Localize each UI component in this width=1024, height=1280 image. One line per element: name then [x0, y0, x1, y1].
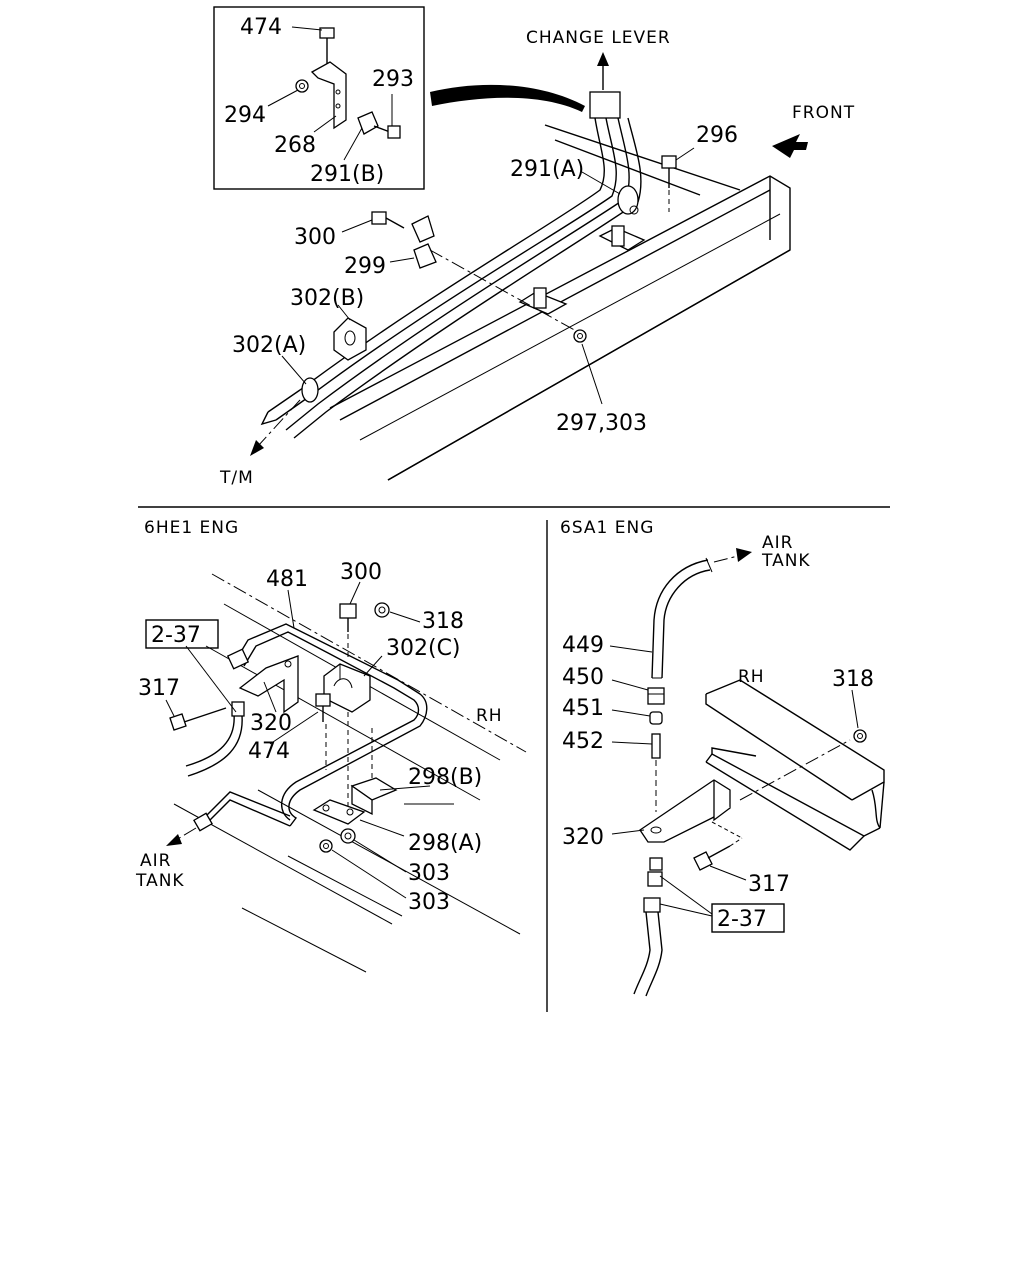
- bolt-317-left: [169, 707, 227, 731]
- callout-474-left: 474: [248, 739, 290, 764]
- callout-294: 294: [224, 103, 266, 128]
- right-panel-title: 6SA1 ENG: [560, 518, 654, 538]
- label-air-left-1: AIR: [140, 851, 171, 871]
- callout-317-left: 317: [138, 676, 180, 701]
- fitting-left-upper: [226, 648, 250, 670]
- callout-474-top: 474: [240, 15, 282, 40]
- clip-299: [411, 215, 579, 333]
- bracket-298a: [312, 799, 366, 825]
- callout-300-top: 300: [294, 225, 336, 250]
- callout-452: 452: [562, 729, 604, 754]
- callout-318-right: 318: [832, 667, 874, 692]
- callout-481: 481: [266, 567, 308, 592]
- right-panel-6sa1: 6SA1 ENG: [560, 518, 885, 997]
- fitting-450: [647, 687, 665, 705]
- tm-arrow: [250, 399, 301, 456]
- callout-298b: 298(B): [408, 765, 482, 790]
- bracket-rail-1: [598, 225, 646, 251]
- lower-fittings: [633, 857, 663, 997]
- callout-318-left: 318: [422, 609, 464, 634]
- fitting-air-tank: [193, 812, 213, 832]
- callout-302b: 302(B): [290, 286, 364, 311]
- label-rh-left: RH: [476, 706, 503, 726]
- right-leaders: [609, 645, 859, 917]
- clamp-302b: [333, 317, 367, 361]
- nut-297-303: [573, 329, 587, 343]
- callout-451: 451: [562, 696, 604, 721]
- change-lever-arrow: [589, 52, 621, 119]
- callout-297-303: 297,303: [556, 411, 647, 436]
- callout-298a: 298(A): [408, 831, 482, 856]
- ref-box-left-text: 2-37: [151, 623, 201, 648]
- inset-pointer-arrow: [430, 84, 585, 112]
- bolt-300-top: [371, 211, 405, 229]
- callout-293: 293: [372, 67, 414, 92]
- ref-box-right: [711, 903, 785, 933]
- bracket-320-right: [639, 779, 731, 843]
- callout-268: 268: [274, 133, 316, 158]
- pipe-481: [205, 623, 428, 827]
- nut-303-a: [340, 828, 356, 844]
- inset-detail-box: [213, 6, 425, 190]
- label-rh-right: RH: [738, 667, 765, 687]
- callout-296: 296: [696, 123, 738, 148]
- pin-452: [651, 733, 661, 812]
- hose-left: [185, 701, 245, 777]
- ref-box-left: [145, 619, 219, 649]
- callout-291b: 291(B): [310, 162, 384, 187]
- bolt-474-left: [315, 693, 373, 820]
- callout-449: 449: [562, 633, 604, 658]
- label-front: FRONT: [792, 103, 855, 123]
- front-arrow: [772, 134, 808, 158]
- nut-303-b: [319, 839, 333, 853]
- nut-318-right: [853, 729, 867, 743]
- inset-nut-294: [295, 79, 309, 93]
- bolt-296: [661, 155, 677, 212]
- bracket-320-left: [238, 655, 299, 714]
- ref-box-right-text: 2-37: [717, 907, 767, 932]
- inset-bolt-474: [319, 27, 335, 64]
- callout-320-left: 320: [250, 711, 292, 736]
- callout-317-right: 317: [748, 872, 790, 897]
- callout-302a: 302(A): [232, 333, 306, 358]
- fitting-451: [649, 711, 663, 725]
- callout-303-a: 303: [408, 861, 450, 886]
- left-panel-6he1: 6HE1 ENG: [135, 518, 527, 973]
- air-tank-arrow-right: [713, 548, 752, 563]
- shift-cables: [260, 117, 642, 439]
- callout-320-right: 320: [562, 825, 604, 850]
- callout-291a: 291(A): [510, 157, 584, 182]
- top-leaders: [267, 26, 695, 405]
- bolt-300-left: [339, 603, 357, 660]
- clip-291a: [617, 185, 639, 215]
- label-air-right-1: AIR: [762, 533, 793, 553]
- callout-300-left: 300: [340, 560, 382, 585]
- left-panel-title: 6HE1 ENG: [144, 518, 239, 538]
- inset-bolt-293: [373, 125, 401, 139]
- air-tank-arrow-left: [166, 827, 197, 846]
- frame-member-rh: [705, 679, 885, 851]
- callout-303-b: 303: [408, 890, 450, 915]
- label-air-left-2: TANK: [135, 871, 185, 891]
- bracket-298b: [350, 777, 398, 816]
- label-tm: T/M: [219, 468, 254, 488]
- callout-302c: 302(C): [386, 636, 461, 661]
- nut-318-left: [374, 602, 390, 618]
- callout-299: 299: [344, 254, 386, 279]
- top-assembly-view: CHANGE LEVER FRONT T/M 474 293 294 268 2…: [213, 6, 855, 488]
- label-air-right-2: TANK: [761, 551, 811, 571]
- bracket-rail-2: [518, 287, 568, 315]
- callout-450: 450: [562, 665, 604, 690]
- left-leaders: [165, 581, 454, 899]
- bolt-317-right: [693, 821, 743, 871]
- hose-449: [651, 557, 713, 679]
- label-change-lever: CHANGE LEVER: [526, 28, 671, 48]
- inset-bracket: [310, 61, 379, 135]
